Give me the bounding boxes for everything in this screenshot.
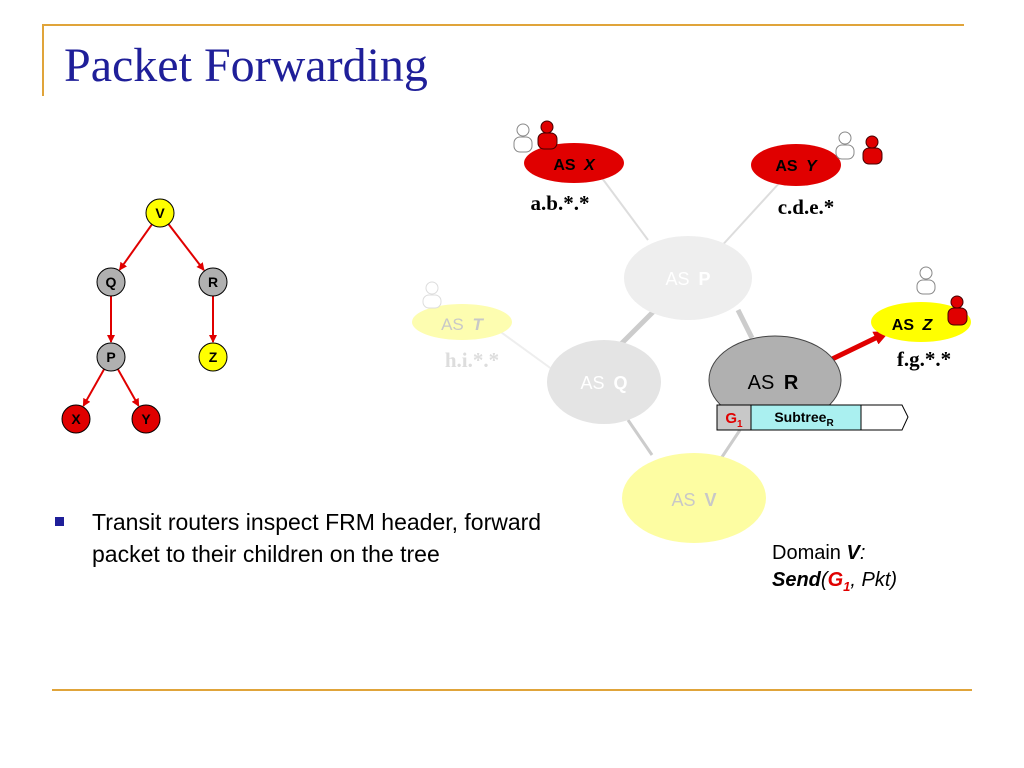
send-func: Send <box>772 569 821 591</box>
as-p-letter: P <box>699 269 711 289</box>
send-group-sub: 1 <box>843 579 851 594</box>
send-group: G <box>827 569 844 591</box>
as-v-prefix: AS <box>671 490 695 510</box>
as-x-node: AS X <box>524 143 624 183</box>
tree-node-label-q: Q <box>106 274 117 290</box>
user-icon <box>947 295 968 326</box>
tree-node-v <box>145 198 175 228</box>
header-subtree-sub: R <box>826 418 834 429</box>
as-y-address: c.d.e.* <box>778 195 835 219</box>
frm-header: G1 SubtreeR <box>716 404 909 431</box>
tree-node-p <box>96 342 126 372</box>
svg-text:AS X: AS X <box>553 157 596 174</box>
header-group-label: G <box>725 410 737 427</box>
tree-node-label-y: Y <box>141 411 151 427</box>
as-x-address: a.b.*.* <box>531 191 590 215</box>
domain-caption: Domain V: Send(G1, Pkt) <box>772 540 897 600</box>
forward-arrow <box>824 329 890 365</box>
tree-node-z <box>198 342 228 372</box>
bullet-text: Transit routers inspect FRM header, forw… <box>92 509 542 567</box>
as-z-letter: Z <box>921 317 933 334</box>
bottom-rule <box>52 689 972 691</box>
svg-text:AS T: AS T <box>441 315 484 334</box>
as-z-node: AS Z <box>871 302 971 342</box>
as-q-letter: Q <box>614 373 628 393</box>
tree-edge-v-q <box>118 223 153 271</box>
user-icon <box>916 266 936 295</box>
as-x-prefix: AS <box>553 157 576 174</box>
top-rule <box>42 24 964 26</box>
as-t-letter: T <box>473 315 485 334</box>
open-paren: ( <box>820 569 828 591</box>
svg-text:AS P: AS P <box>665 269 710 289</box>
tree-nodes: V Q R P Z X Y <box>61 198 228 434</box>
as-z-address: f.g.*.* <box>897 347 951 371</box>
as-x-letter: X <box>583 157 596 174</box>
tree-edges <box>82 223 217 407</box>
tree-node-y <box>131 404 161 434</box>
send-rest: , Pkt) <box>850 569 898 591</box>
as-t-prefix: AS <box>441 315 464 334</box>
tree-edge-p-x <box>82 368 105 407</box>
as-y-node: AS Y <box>751 144 841 186</box>
header-subtree-field <box>750 404 862 431</box>
tree-edge-v-r <box>167 223 205 271</box>
svg-text:G1: G1 <box>725 410 743 430</box>
as-y-prefix: AS <box>775 158 798 175</box>
tree-node-label-z: Z <box>209 349 218 365</box>
user-icon <box>835 131 855 160</box>
tree-edge-p-y <box>117 368 140 407</box>
tree-node-r <box>198 267 228 297</box>
as-q-node: AS Q <box>547 340 661 424</box>
as-t-node: AS T <box>412 304 512 340</box>
tree-node-label-v: V <box>155 205 165 221</box>
slide-title: Packet Forwarding <box>64 39 428 92</box>
as-p-node: AS P <box>624 236 752 320</box>
as-r-prefix: AS <box>748 372 775 394</box>
header-subtree-label: Subtree <box>774 409 826 425</box>
domain-var: V <box>846 542 860 564</box>
bullet-square-icon <box>55 517 64 526</box>
as-t-address: h.i.*.* <box>445 348 499 372</box>
tree-node-q <box>96 267 126 297</box>
as-p-prefix: AS <box>665 269 689 289</box>
header-group-sub: 1 <box>737 419 743 430</box>
as-v-node: AS V <box>622 453 766 543</box>
user-icon <box>422 281 442 309</box>
user-icon <box>513 123 533 153</box>
user-icon <box>537 120 558 150</box>
svg-text:AS Q: AS Q <box>580 373 627 393</box>
svg-text:AS R: AS R <box>748 372 799 394</box>
svg-text:AS V: AS V <box>671 490 716 510</box>
tree-node-label-x: X <box>71 411 81 427</box>
tree-node-x <box>61 404 91 434</box>
user-icon <box>862 135 883 165</box>
tree-node-label-p: P <box>106 349 115 365</box>
as-r-letter: R <box>784 372 799 394</box>
as-y-letter: Y <box>806 158 818 175</box>
svg-text:SubtreeR: SubtreeR <box>774 409 834 429</box>
as-q-prefix: AS <box>580 373 604 393</box>
svg-text:AS Z: AS Z <box>892 317 934 334</box>
tree-node-label-r: R <box>208 274 218 290</box>
domain-colon: : <box>859 542 866 564</box>
left-rule <box>42 24 44 96</box>
svg-text:AS Y: AS Y <box>775 158 818 175</box>
as-z-prefix: AS <box>892 317 915 334</box>
as-v-letter: V <box>705 490 717 510</box>
domain-label: Domain <box>772 542 841 564</box>
